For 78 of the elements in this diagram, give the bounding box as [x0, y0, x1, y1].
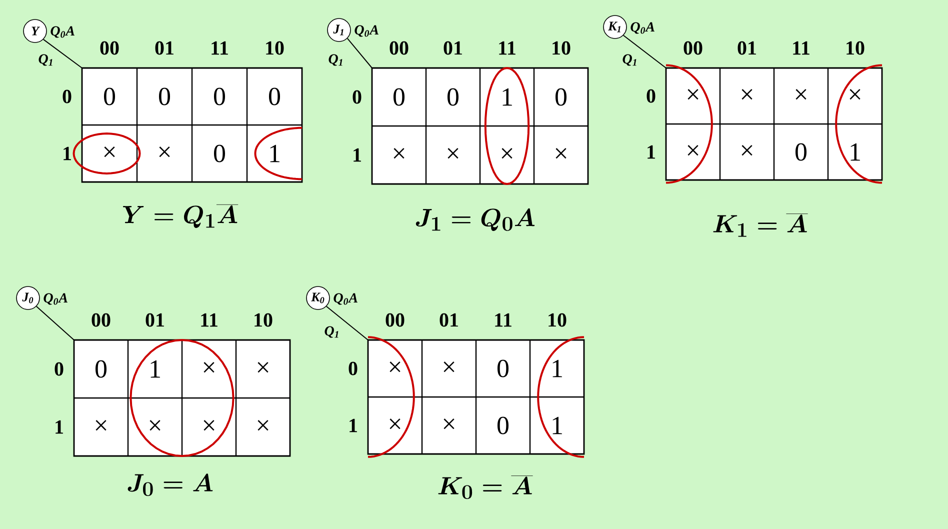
cell-value: ×: [159, 146, 170, 158]
cell-value: ×: [502, 148, 512, 159]
cell-value: 0: [556, 88, 567, 106]
cell-value: 1: [502, 88, 512, 106]
column-header: 11: [793, 41, 810, 55]
cell-value: 1: [270, 144, 280, 162]
cell-value: ×: [258, 362, 268, 373]
cell-value: 0: [394, 88, 405, 106]
cell-value: 0: [214, 144, 226, 162]
cell-value: 0: [269, 88, 280, 106]
row-header: 0: [54, 362, 64, 376]
cell-value: ×: [444, 418, 454, 430]
cell-value: ×: [390, 362, 400, 372]
cell-value: 1: [552, 416, 562, 434]
axis-label: Q$_{1}$: [622, 54, 636, 66]
row-header: 1: [354, 148, 361, 162]
row-header: 1: [64, 146, 71, 160]
cell-value: ×: [796, 89, 806, 100]
column-header: 10: [548, 313, 566, 327]
cell-value: 1: [850, 143, 860, 161]
column-header: 10: [254, 313, 272, 327]
cell-value: 0: [448, 88, 459, 106]
cell-value: 1: [150, 360, 160, 378]
cell-value: ×: [448, 148, 458, 159]
cell-value: 1: [552, 360, 562, 378]
cell-value: 0: [796, 143, 807, 161]
cell-value: ×: [390, 418, 400, 430]
column-header: 01: [738, 41, 756, 55]
equation: $J_1 = Q_0A$: [416, 208, 535, 231]
column-header: 00: [92, 313, 110, 327]
column-header: 11: [499, 41, 516, 55]
cell-value: 0: [498, 360, 509, 378]
column-header: 00: [100, 41, 119, 55]
row-header: 0: [352, 90, 362, 104]
cell-value: 0: [104, 88, 116, 106]
column-header: 10: [552, 41, 570, 55]
column-header: 01: [155, 41, 174, 55]
cell-value: ×: [556, 148, 566, 159]
column-header: 01: [146, 313, 164, 327]
row-header: 1: [350, 418, 357, 432]
equation: $J_0 = A$: [128, 474, 213, 496]
cell-value: ×: [204, 420, 214, 431]
column-header: 11: [201, 313, 218, 327]
equation: $K_1 = \overline{A}$: [713, 214, 808, 237]
cell-value: ×: [850, 89, 860, 100]
axis-label: Q$_{1}$: [38, 54, 52, 66]
cell-value: 0: [498, 416, 509, 434]
column-header: 11: [495, 313, 512, 327]
column-header: 00: [390, 41, 408, 55]
cell-value: ×: [104, 146, 115, 158]
cell-value: ×: [444, 362, 454, 372]
column-header: 01: [444, 41, 462, 55]
cell-value: 0: [159, 88, 170, 106]
row-header: 0: [62, 90, 72, 104]
cell-value: ×: [688, 89, 698, 100]
cell-value: 0: [214, 88, 226, 106]
cell-value: 0: [96, 360, 107, 378]
column-header: 10: [846, 41, 864, 55]
cell-value: ×: [258, 420, 268, 431]
cell-value: ×: [204, 362, 214, 373]
cell-value: ×: [96, 420, 106, 431]
column-header: 11: [212, 41, 228, 55]
column-header: 10: [266, 41, 284, 55]
column-header: 00: [684, 41, 702, 55]
equation: $Y = Q_1\overline{A}$: [123, 204, 238, 228]
column-header: 01: [440, 313, 458, 327]
cell-value: ×: [150, 420, 160, 431]
axis-label: Q$_{1}$: [324, 326, 338, 338]
cell-value: ×: [394, 148, 404, 159]
row-header: 0: [646, 89, 656, 103]
cell-value: ×: [742, 89, 752, 100]
cell-value: ×: [742, 145, 752, 156]
row-header: 1: [56, 420, 63, 434]
column-header: 00: [386, 313, 404, 327]
row-header: 1: [648, 145, 655, 159]
cell-value: ×: [688, 145, 698, 156]
equation: $K_0 = \overline{A}$: [438, 476, 533, 500]
row-header: 0: [348, 362, 358, 376]
